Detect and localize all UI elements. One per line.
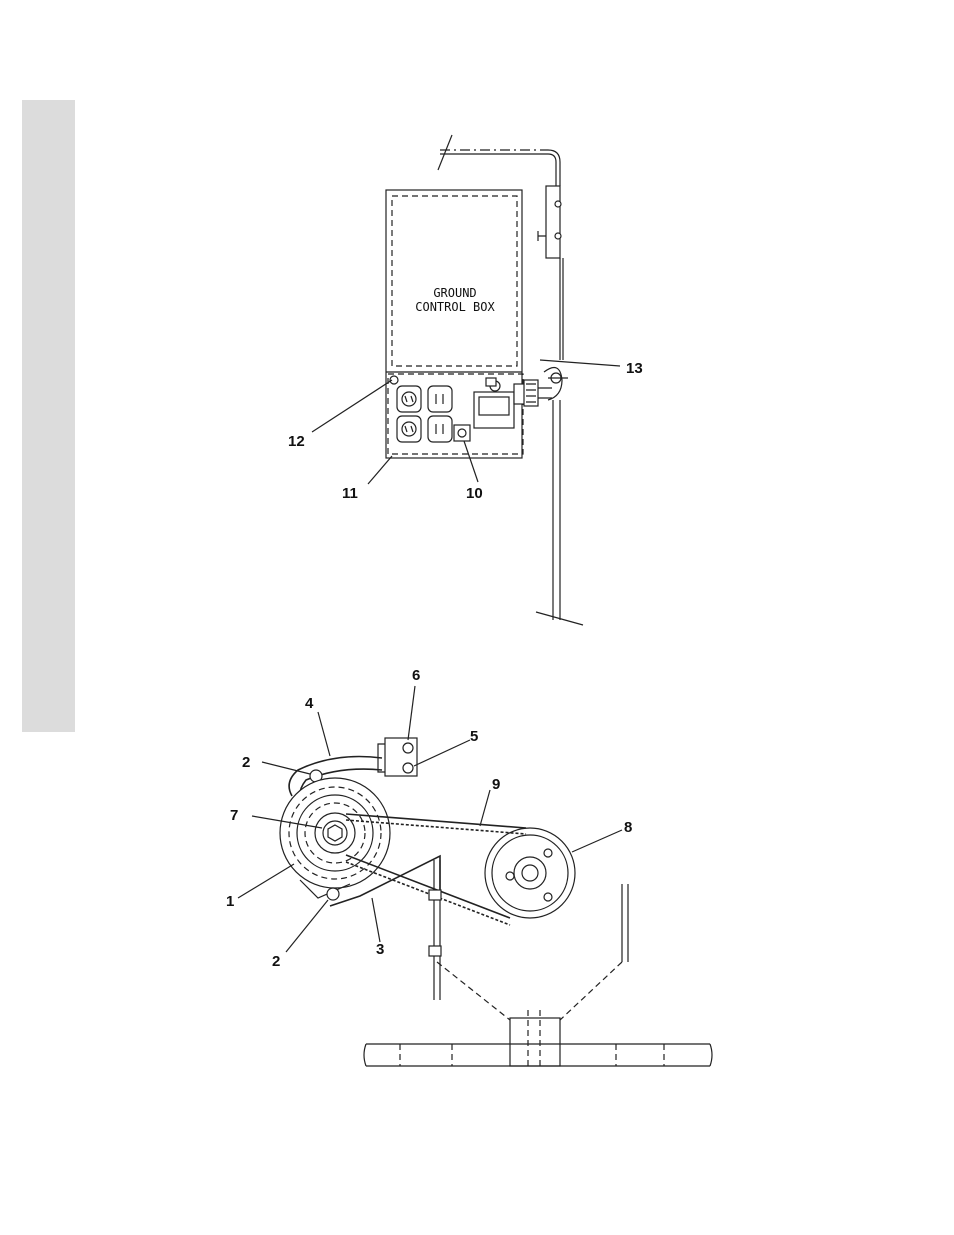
callout-6: 6 [412, 667, 420, 684]
leader-13 [540, 360, 620, 366]
callout-3: 3 [376, 941, 384, 958]
leader-9 [480, 790, 490, 826]
callout-12: 12 [288, 433, 305, 450]
leader-2-lower [286, 900, 328, 952]
control-box-cover [392, 196, 517, 366]
callout-1: 1 [226, 893, 234, 910]
callout-2-lower: 2 [272, 953, 280, 970]
leader-5 [414, 740, 470, 766]
leader-1 [238, 864, 294, 898]
leader-12 [312, 380, 392, 432]
alternator-drive-assembly: 6 4 5 2 9 7 8 1 2 3 [226, 667, 712, 1066]
leader-11 [368, 456, 392, 484]
callout-5: 5 [470, 728, 478, 745]
box-label-line1: GROUND [433, 286, 476, 300]
box-label-line2: CONTROL BOX [415, 300, 495, 314]
callout-10: 10 [466, 485, 483, 502]
callout-2-upper: 2 [242, 754, 250, 771]
mast-bracket [546, 186, 560, 258]
circuit-breaker [454, 425, 470, 441]
bolt-5 [403, 763, 413, 773]
leader-3 [372, 898, 380, 942]
outlet-receptacles [397, 386, 452, 442]
shaft-housing [510, 1018, 560, 1066]
leader-10 [464, 441, 478, 482]
callout-4: 4 [305, 695, 314, 712]
callout-8: 8 [624, 819, 632, 836]
leader-6 [408, 686, 415, 740]
callout-9: 9 [492, 776, 500, 793]
leader-8 [572, 830, 622, 852]
callout-7: 7 [230, 807, 238, 824]
bolt-2-lower [327, 888, 339, 900]
callout-11: 11 [342, 485, 358, 502]
wire-break-mark [438, 135, 452, 170]
ground-control-box-assembly: GROUND CONTROL BOX [288, 135, 643, 625]
callout-13: 13 [626, 360, 643, 377]
leader-4 [318, 712, 330, 756]
